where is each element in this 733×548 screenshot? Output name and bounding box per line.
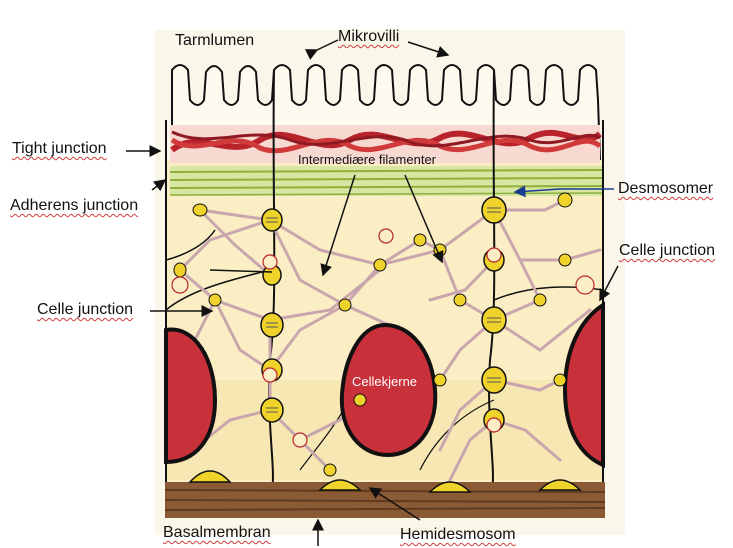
label-mikrovilli: Mikrovilli <box>338 28 399 46</box>
label-celle-junction-left: Celle junction <box>37 301 133 319</box>
label-tarmlumen: Tarmlumen <box>175 32 254 50</box>
adherens-junction-band <box>170 166 602 196</box>
label-adherens-junction: Adherens junction <box>10 197 138 215</box>
label-basalmembran: Basalmembran <box>163 524 271 542</box>
nucleus-center <box>342 325 435 455</box>
basal-membrane <box>165 482 605 518</box>
label-tight-junction: Tight junction <box>12 140 107 158</box>
label-desmosomer: Desmosomer <box>618 180 713 198</box>
label-cellekjerne: Cellekjerne <box>352 374 417 389</box>
label-celle-junction-right: Celle junction <box>619 242 715 260</box>
label-hemidesmosom: Hemidesmosom <box>400 526 516 544</box>
label-intermediaere-filamenter: Intermediære filamenter <box>298 152 436 167</box>
